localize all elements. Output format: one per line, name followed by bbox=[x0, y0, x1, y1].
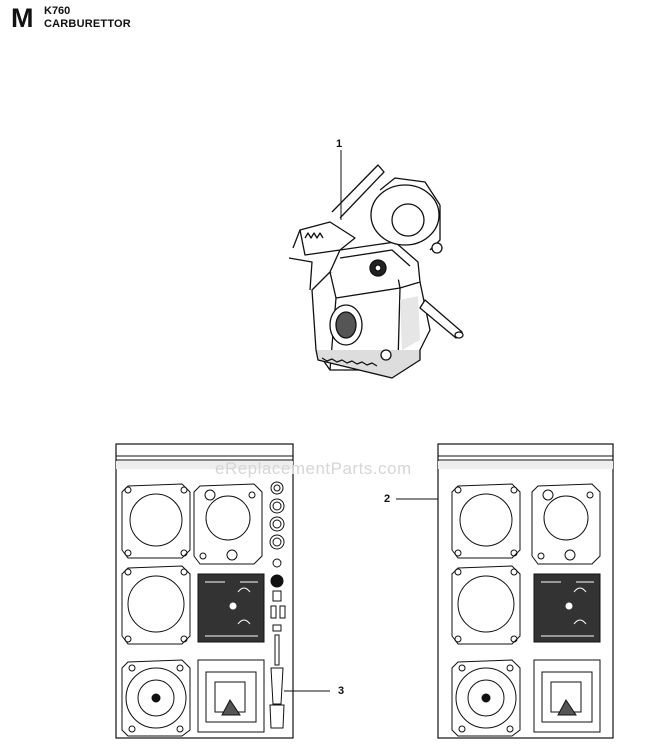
callout-3[interactable]: 3 bbox=[338, 685, 345, 697]
watermark-text: eReplacementParts.com bbox=[215, 459, 412, 478]
section-title: CARBURETTOR bbox=[44, 18, 131, 30]
carburettor-assembly[interactable] bbox=[288, 164, 464, 379]
section-letter: M bbox=[11, 3, 34, 33]
callout-1[interactable]: 1 bbox=[336, 138, 343, 150]
model-number: K760 bbox=[44, 5, 71, 17]
gasket-kit-card-right[interactable] bbox=[437, 443, 614, 739]
gasket-kit-card-left[interactable] bbox=[115, 443, 294, 739]
callout-2[interactable]: 2 bbox=[384, 493, 391, 505]
